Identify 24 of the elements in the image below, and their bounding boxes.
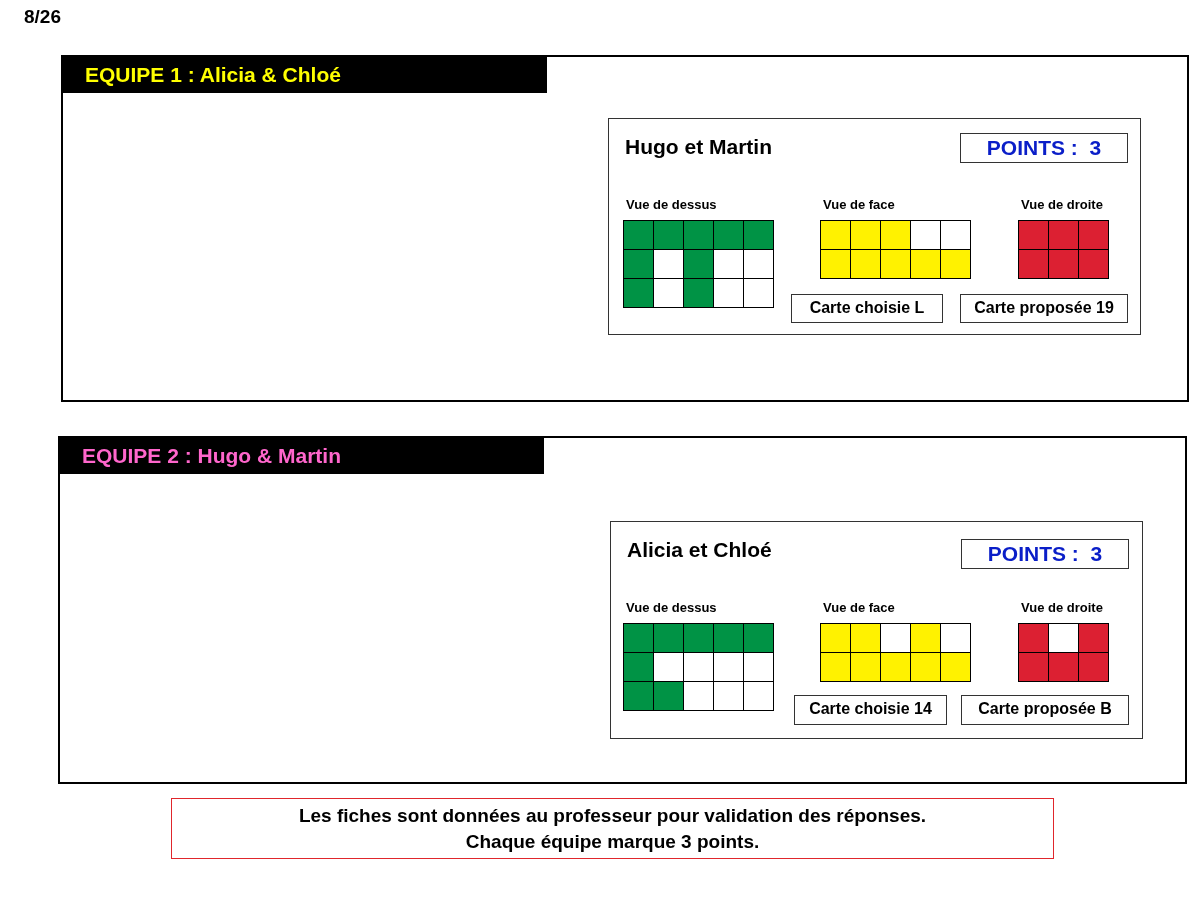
view-label: Vue de face (823, 197, 895, 212)
card-label-box: Carte choisie L (791, 294, 943, 323)
view-label: Vue de droite (1021, 197, 1103, 212)
note-box (171, 798, 1054, 859)
card-label-box: Carte choisie 14 (794, 695, 947, 725)
answer-card (608, 118, 1141, 335)
team-panel (58, 436, 1187, 784)
team-panel (61, 55, 1189, 402)
card-title: Alicia et Chloé (627, 538, 772, 562)
answer-card (610, 521, 1143, 739)
points-box: POINTS : 3 (960, 133, 1128, 163)
note-text: Les fiches sont données au professeur pour validation des réponses. (297, 804, 928, 828)
view-label: Vue de droite (1021, 600, 1103, 615)
card-label-box: Carte proposée B (961, 695, 1129, 725)
note-text: Chaque équipe marque 3 points. (464, 830, 761, 854)
team-header: EQUIPE 2 : Hugo & Martin (60, 438, 544, 474)
points-box: POINTS : 3 (961, 539, 1129, 569)
view-label: Vue de dessus (626, 197, 717, 212)
view-label: Vue de dessus (626, 600, 717, 615)
card-title: Hugo et Martin (625, 135, 772, 159)
page-number: 8/26 (24, 6, 61, 28)
card-label-box: Carte proposée 19 (960, 294, 1128, 323)
view-label: Vue de face (823, 600, 895, 615)
team-header: EQUIPE 1 : Alicia & Chloé (63, 57, 547, 93)
